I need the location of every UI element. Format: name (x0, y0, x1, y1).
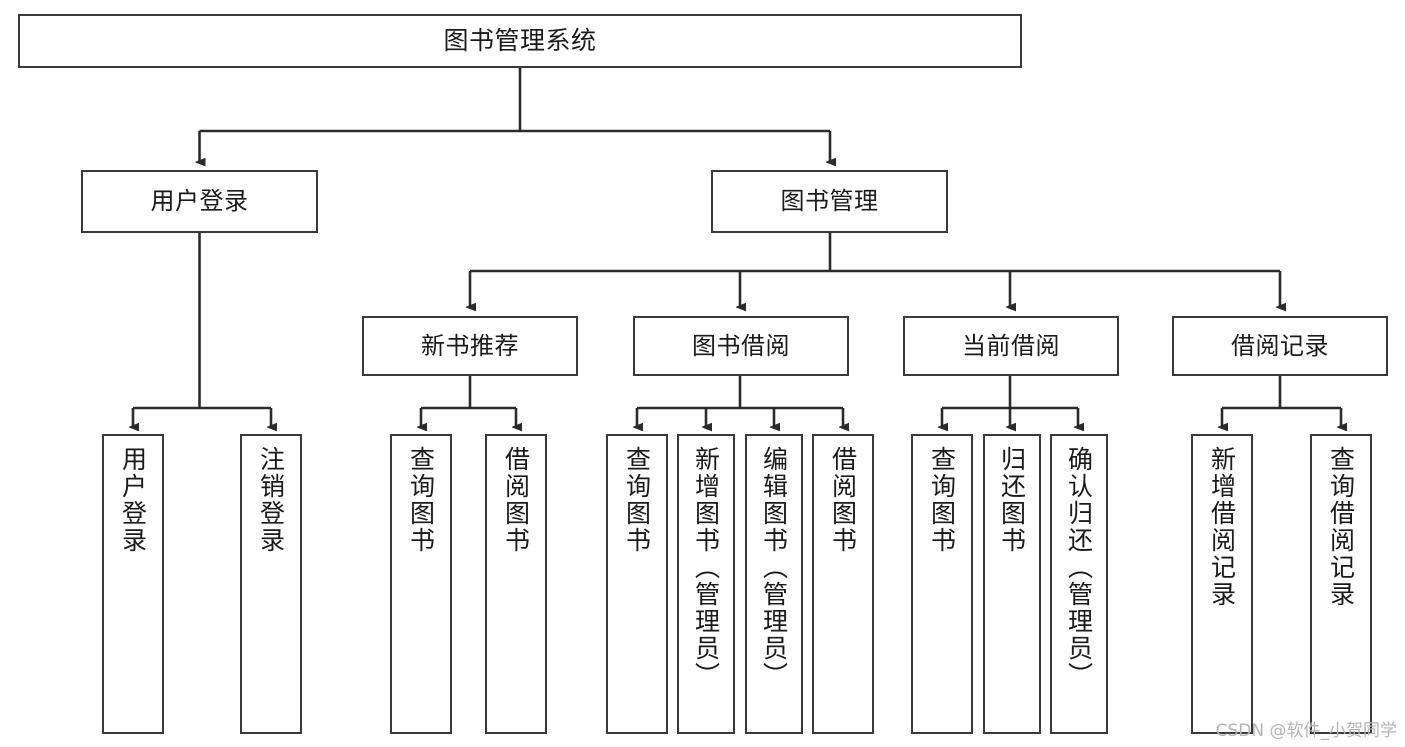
node-borrow-record[interactable]: 借阅记录 (1172, 316, 1388, 376)
node-book-borrow[interactable]: 图书借阅 (633, 316, 849, 376)
node-label: 新增图书（管理员） (691, 446, 721, 689)
node-label: 借阅记录 (1231, 331, 1329, 360)
leaf-current-return-book[interactable]: 归还图书 (983, 434, 1041, 734)
node-label: 当前借阅 (962, 331, 1060, 360)
watermark: CSDN @软件_小贺同学 (1215, 721, 1397, 741)
leaf-recommend-query-book[interactable]: 查询图书 (390, 434, 452, 734)
node-label: 查询借阅记录 (1326, 446, 1356, 608)
node-label: 图书管理 (780, 187, 879, 216)
node-label: 归还图书 (997, 446, 1027, 554)
node-label: 借阅图书 (828, 446, 858, 554)
node-label: 注销登录 (256, 446, 286, 554)
node-label: 编辑图书（管理员） (759, 446, 789, 689)
leaf-record-add-record[interactable]: 新增借阅记录 (1191, 434, 1253, 734)
leaf-user-login-login[interactable]: 用户登录 (102, 434, 164, 734)
node-label: 新书推荐 (421, 331, 519, 360)
leaf-borrow-add-book-admin[interactable]: 新增图书（管理员） (677, 434, 735, 734)
node-new-book-recommend[interactable]: 新书推荐 (362, 316, 578, 376)
node-label: 图书管理系统 (443, 26, 597, 55)
node-label: 确认归还（管理员） (1064, 446, 1094, 689)
leaf-user-login-logout[interactable]: 注销登录 (240, 434, 302, 734)
node-root-system[interactable]: 图书管理系统 (18, 14, 1022, 68)
node-label: 新增借阅记录 (1207, 446, 1237, 608)
node-label: 借阅图书 (501, 446, 531, 554)
leaf-borrow-query-book[interactable]: 查询图书 (606, 434, 668, 734)
node-book-management[interactable]: 图书管理 (711, 170, 948, 233)
leaf-borrow-edit-book-admin[interactable]: 编辑图书（管理员） (745, 434, 803, 734)
leaf-recommend-borrow-book[interactable]: 借阅图书 (485, 434, 547, 734)
node-user-login[interactable]: 用户登录 (81, 170, 318, 233)
node-label: 图书借阅 (692, 331, 790, 360)
leaf-record-query-record[interactable]: 查询借阅记录 (1310, 434, 1372, 734)
node-label: 查询图书 (927, 446, 957, 554)
node-current-borrow[interactable]: 当前借阅 (903, 316, 1119, 376)
leaf-current-query-book[interactable]: 查询图书 (911, 434, 973, 734)
node-label: 查询图书 (622, 446, 652, 554)
node-label: 查询图书 (406, 446, 436, 554)
leaf-borrow-borrow-book[interactable]: 借阅图书 (812, 434, 874, 734)
node-label: 用户登录 (118, 446, 148, 554)
leaf-current-confirm-return-admin[interactable]: 确认归还（管理员） (1050, 434, 1108, 734)
node-label: 用户登录 (150, 187, 249, 216)
